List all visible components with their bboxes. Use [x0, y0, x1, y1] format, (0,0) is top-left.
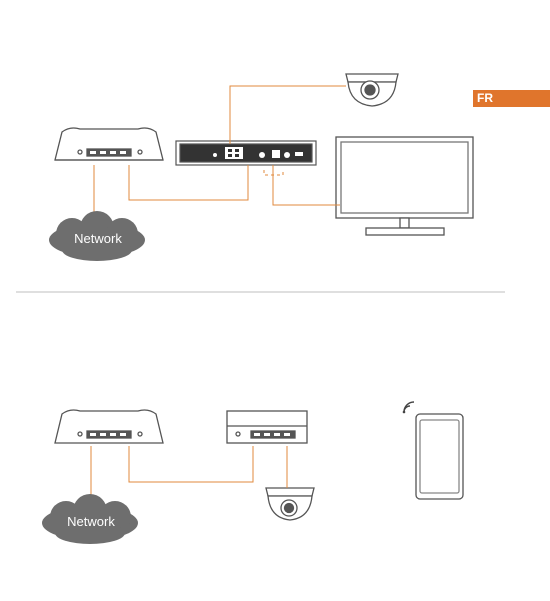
- poe-switch-icon: [227, 411, 307, 443]
- bottom-diagram: Network: [42, 402, 463, 544]
- dome-camera-icon: [266, 488, 314, 520]
- nvr-recorder-icon: [176, 141, 316, 165]
- smartphone-icon: [416, 414, 463, 499]
- monitor-icon: [336, 137, 473, 235]
- network-label: Network: [67, 514, 115, 529]
- wifi-icon: [403, 402, 414, 413]
- router-icon: [55, 128, 163, 160]
- top-diagram: Network: [49, 74, 473, 261]
- cable-lines-bottom: [91, 446, 287, 506]
- router-icon: [55, 410, 163, 443]
- network-label: Network: [74, 231, 122, 246]
- dome-camera-icon: [346, 74, 398, 106]
